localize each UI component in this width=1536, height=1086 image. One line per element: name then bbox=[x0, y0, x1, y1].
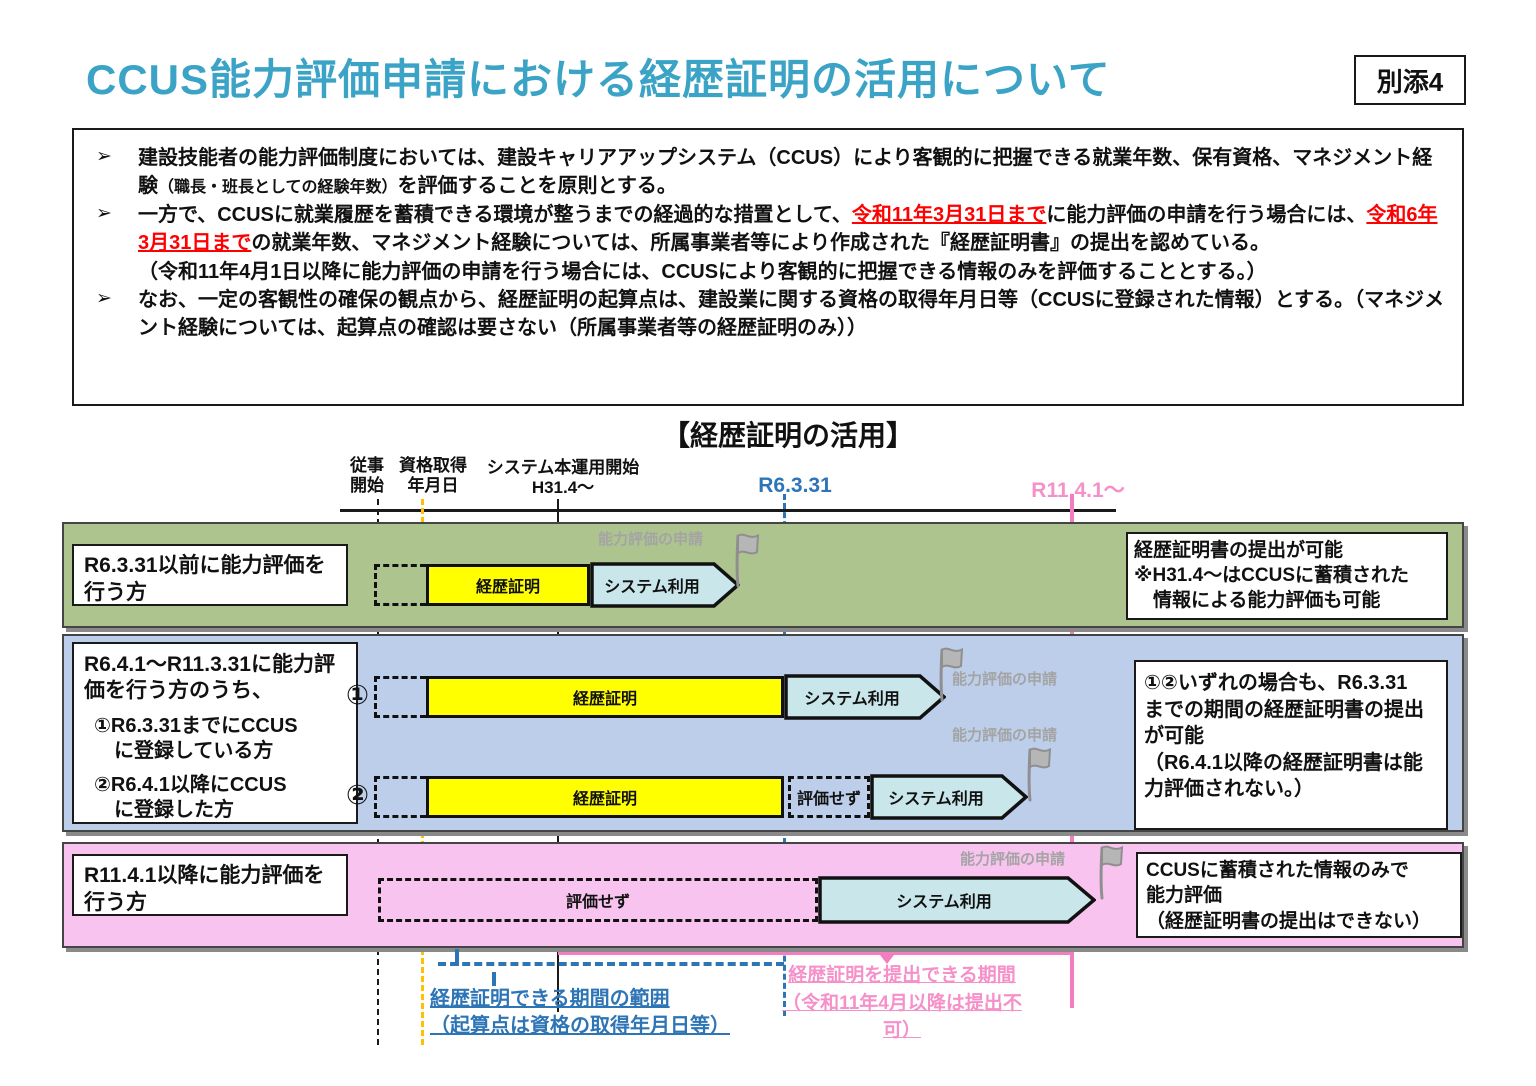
blue-bracket-end-tick bbox=[455, 949, 459, 966]
deadline-r6-highlight: 令和6年3月31日まで bbox=[138, 203, 1438, 255]
bullet-arrow-icon: ➢ bbox=[96, 202, 112, 224]
page-title: CCUS能力評価申請における経歴証明の活用について bbox=[86, 56, 1111, 103]
green-flag-caption: 能力評価の申請 bbox=[598, 531, 704, 548]
pink-system-arrow: システム利用 bbox=[818, 876, 1096, 924]
green-lead-dashed-box bbox=[374, 564, 426, 606]
blue-row2-system-label: システム利用 bbox=[888, 791, 984, 808]
blue-row2-career-label: 経歴証明 bbox=[572, 791, 637, 808]
blue-row-label: R6.4.1～R11.3.31に能力評価を行う方のうち、 ①R6.3.31までに… bbox=[72, 642, 358, 824]
flag-icon bbox=[928, 644, 968, 702]
diagram-title: 【経歴証明の活用】 bbox=[661, 420, 914, 451]
pink-system-label: システム利用 bbox=[896, 894, 992, 911]
green-note-box: 経歴証明書の提出が可能 ※H31.4～はCCUSに蓄積された 情報による能力評価… bbox=[1126, 532, 1448, 620]
arrow-shape bbox=[870, 774, 1028, 820]
arrow-shape bbox=[818, 876, 1096, 924]
green-career-bar-label: 経歴証明 bbox=[475, 579, 540, 596]
blue-row1-system-label: システム利用 bbox=[804, 691, 900, 708]
bullet-arrow-icon: ➢ bbox=[96, 146, 112, 167]
blue-note-box: ①②いずれの場合も、R6.3.31 までの期間の経歴証明書の提出 が可能 （R6… bbox=[1134, 660, 1448, 830]
blue-bracket-pointer-tick bbox=[492, 972, 496, 986]
blue-row1-lead-dashed-box bbox=[374, 676, 426, 718]
blue-row1-career-bar: 経歴証明 bbox=[426, 676, 784, 718]
pink-note-box: CCUSに蓄積された情報のみで 能力評価 （経歴証明書の提出はできない） bbox=[1136, 852, 1462, 938]
bullet-2-text: 一方で、CCUSに就業履歴を蓄積できる環境が整うまでの経過的な措置として、 bbox=[138, 203, 852, 226]
flag-icon bbox=[724, 530, 764, 588]
axis-label-start-work: 従事 開始 bbox=[350, 456, 384, 496]
bullet-item-2: ➢ 一方で、CCUSに就業履歴を蓄積できる環境が整うまでの経過的な措置として、令… bbox=[94, 201, 1446, 286]
axis-label-system-start: システム本運用開始 H31.4～ bbox=[486, 458, 640, 498]
blue-row2-career-bar: 経歴証明 bbox=[426, 776, 784, 818]
career-period-note: 経歴証明できる期間の範囲 （起算点は資格の取得年月日等） bbox=[430, 988, 730, 1037]
attachment-label: 別添4 bbox=[1376, 66, 1444, 97]
green-system-arrow: システム利用 bbox=[590, 562, 740, 608]
bullet-1-text-end: を評価することを原則とする。 bbox=[397, 175, 677, 198]
blue-row1-system-arrow: システム利用 bbox=[784, 674, 946, 720]
deadline-r11-highlight: 令和11年3月31日まで bbox=[851, 203, 1047, 226]
row2-circled-number: ② bbox=[346, 780, 369, 810]
blue-row2-skip-box: 評価せず bbox=[788, 776, 870, 818]
blue-row2-lead-dashed-box bbox=[374, 776, 426, 818]
bullet-item-3: ➢ なお、一定の客観性の確保の観点から、経歴証明の起算点は、建設業に関する資格の… bbox=[94, 286, 1446, 343]
flag-icon bbox=[1088, 842, 1128, 900]
pink-row-label: R11.4.1以降に能力評価を行う方 bbox=[72, 854, 348, 916]
arrow-shape bbox=[590, 562, 740, 608]
pink-skip-box: 評価せず bbox=[378, 878, 818, 922]
blue-row2-skip-label: 評価せず bbox=[796, 791, 861, 808]
blue-row2-flag-caption: 能力評価の申請 bbox=[952, 727, 1058, 744]
pink-period-bracket bbox=[558, 952, 1072, 955]
blue-period-bracket bbox=[438, 962, 784, 966]
blue-label-item1: ①R6.3.31までにCCUS に登録している方 bbox=[94, 714, 298, 762]
pink-bracket-tick bbox=[880, 955, 894, 964]
green-row-label: R6.3.31以前に能力評価を行う方 bbox=[72, 544, 348, 606]
axis-label-r11-4-1: R11.4.1～ bbox=[1031, 479, 1125, 502]
bullet-2-text: に能力評価の申請を行う場合には、 bbox=[1046, 203, 1367, 226]
arrow-shape bbox=[784, 674, 946, 720]
green-system-arrow-label: システム利用 bbox=[604, 579, 700, 596]
bullet-arrow-icon: ➢ bbox=[96, 287, 112, 309]
bullet-3-text: なお、一定の客観性の確保の観点から、経歴証明の起算点は、建設業に関する資格の取得… bbox=[138, 288, 1445, 340]
blue-row2-system-arrow: システム利用 bbox=[870, 774, 1028, 820]
bullet-1-text: 建設技能者の能力評価制度においては、建設キャリアアップシステム（CCUS）により… bbox=[138, 147, 1433, 198]
pink-flag-caption: 能力評価の申請 bbox=[960, 851, 1066, 868]
blue-row1-flag-caption: 能力評価の申請 bbox=[952, 671, 1058, 688]
pink-skip-label: 評価せず bbox=[565, 894, 630, 911]
blue-row1-career-label: 経歴証明 bbox=[572, 691, 637, 708]
axis-label-r6-3-31: R6.3.31 bbox=[758, 474, 832, 497]
green-career-bar: 経歴証明 bbox=[426, 564, 590, 606]
flag-icon bbox=[1016, 744, 1056, 802]
timeline-axis bbox=[340, 509, 1116, 512]
blue-label-item2: ②R6.4.1以降にCCUS に登録した方 bbox=[94, 773, 287, 821]
bullet-item-1: ➢ 建設技能者の能力評価制度においては、建設キャリアアップシステム（CCUS）に… bbox=[94, 144, 1446, 201]
submission-period-note: 経歴証明を提出できる期間 （令和11年4月以降は提出不可） bbox=[782, 965, 1022, 1042]
bullet-2-parenthetical: （令和11年4月1日以降に能力評価の申請を行う場合には、CCUSにより客観的に把… bbox=[138, 260, 1267, 283]
bullet-1-smalltext: （職長・班長としての経験年数） bbox=[158, 179, 398, 197]
summary-notes-box: ➢ 建設技能者の能力評価制度においては、建設キャリアアップシステム（CCUS）に… bbox=[72, 128, 1464, 406]
axis-label-qualification-date: 資格取得 年月日 bbox=[399, 456, 467, 496]
blue-label-main: R6.4.1～R11.3.31に能力評価を行う方のうち、 bbox=[84, 653, 335, 703]
attachment-badge: 別添4 bbox=[1354, 55, 1466, 105]
row1-circled-number: ① bbox=[346, 680, 369, 710]
bullet-2-text-end: の就業年数、マネジメント経験については、所属事業者等により作成された『経歴証明書… bbox=[251, 232, 1270, 255]
